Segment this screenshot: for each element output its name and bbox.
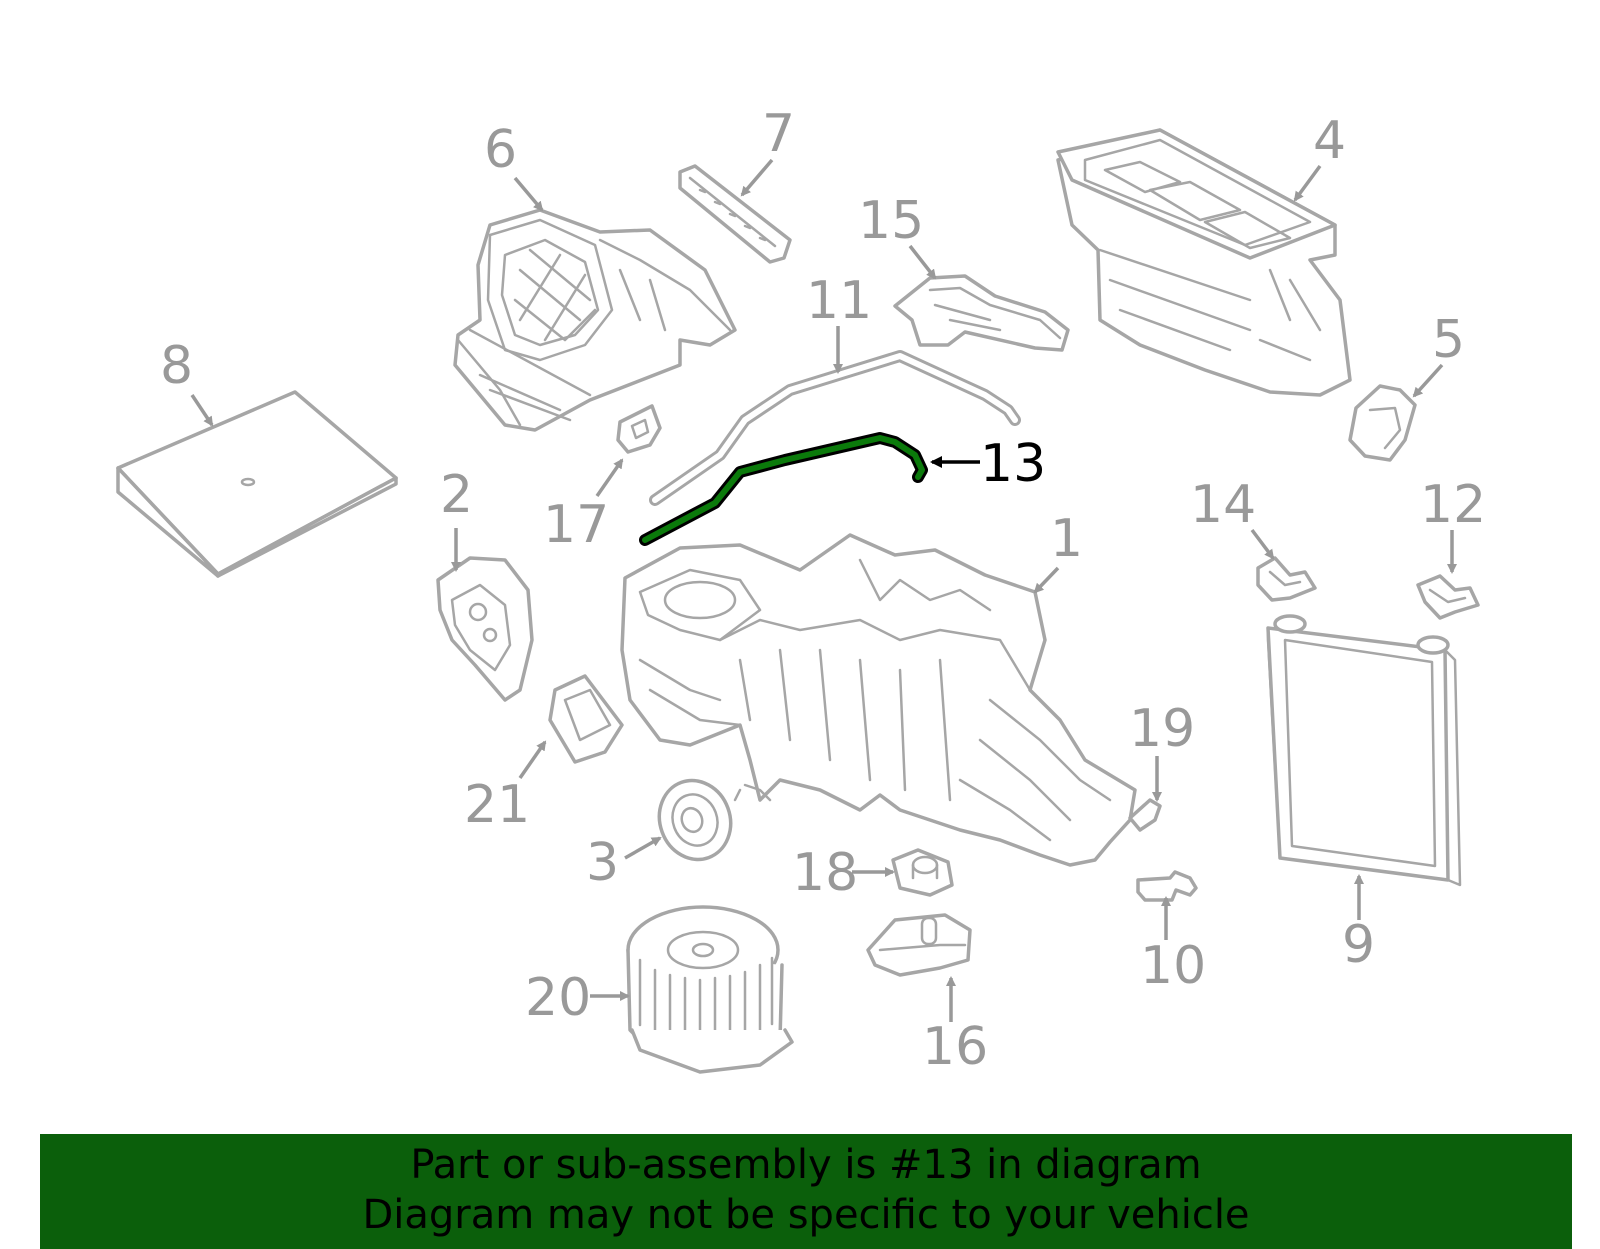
callout-9: 9 [1342, 915, 1375, 975]
part-16-mount [866, 913, 972, 977]
callout-2: 2 [440, 465, 473, 525]
callout-7: 7 [762, 104, 795, 164]
banner-line-2: Diagram may not be specific to your vehi… [362, 1192, 1250, 1238]
callout-21: 21 [464, 775, 530, 835]
part-8-cabin-filter [116, 390, 398, 578]
banner-line-1: Part or sub-assembly is #13 in diagram [410, 1142, 1202, 1188]
callout-3: 3 [586, 833, 619, 893]
callout-6: 6 [484, 120, 517, 180]
callout-10: 10 [1140, 936, 1206, 996]
part-11-tube [649, 350, 1021, 506]
part-12-clip [1416, 574, 1480, 620]
part-15-duct [893, 274, 1070, 352]
callout-20: 20 [525, 968, 591, 1028]
callout-17: 17 [543, 495, 609, 555]
callout-1: 1 [1050, 509, 1083, 569]
part-6-upper-case [453, 208, 737, 432]
part-21-resistor [548, 674, 624, 764]
part-14-clip [1256, 556, 1317, 602]
part-3-fan-wheel [657, 778, 733, 862]
info-banner: Part or sub-assembly is #13 in diagram D… [40, 1134, 1572, 1249]
part-7-sensor [678, 164, 792, 264]
part-17-bracket [616, 404, 662, 454]
callout-8: 8 [160, 336, 193, 396]
part-20-blower-motor [626, 905, 794, 1074]
callout-15: 15 [858, 191, 924, 251]
callout-19: 19 [1129, 699, 1195, 759]
part-19-sensor [1128, 798, 1162, 832]
part-1-hvac-case [620, 533, 1137, 867]
part-13-hose-highlighted [639, 432, 928, 546]
part-9-heater-core [1266, 614, 1462, 887]
callout-12: 12 [1420, 475, 1486, 535]
callout-18: 18 [792, 843, 858, 903]
callout-labels: 1 2 3 4 5 6 7 8 9 10 11 12 13 14 15 16 1… [160, 104, 1486, 1077]
callout-16: 16 [922, 1017, 988, 1077]
callout-11: 11 [806, 271, 872, 331]
callout-4: 4 [1313, 111, 1346, 171]
callout-leaders [190, 158, 1457, 1022]
part-5-actuator [1348, 384, 1417, 462]
part-2-door-motor [436, 556, 534, 702]
callout-5: 5 [1432, 310, 1465, 370]
part-10-clip [1136, 870, 1198, 902]
callout-14: 14 [1190, 475, 1256, 535]
part-4-case-upper [1056, 128, 1352, 397]
callout-13: 13 [980, 434, 1046, 494]
part-18-bracket [891, 848, 954, 897]
